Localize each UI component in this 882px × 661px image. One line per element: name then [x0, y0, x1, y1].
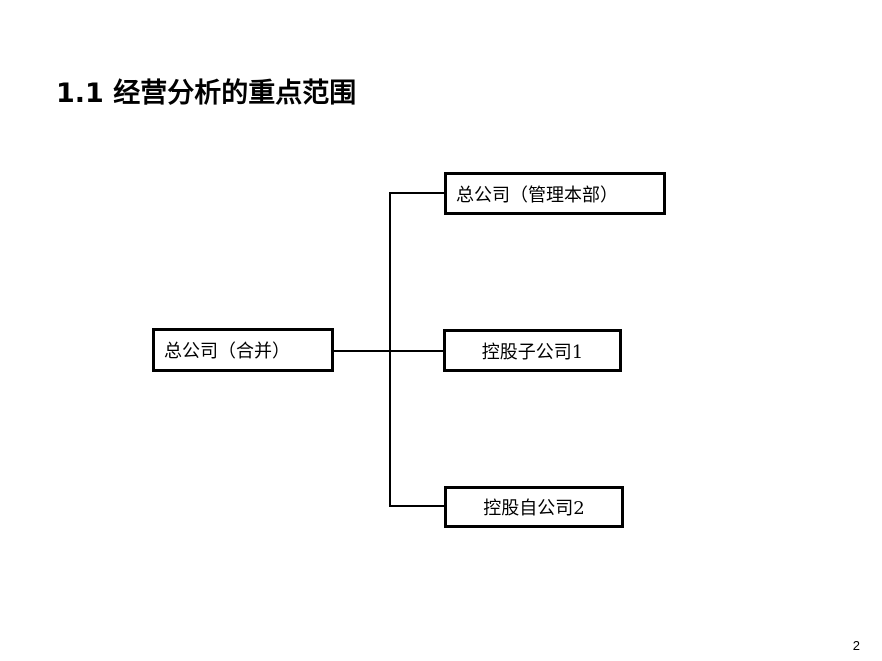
- org-box-child-1-label: 总公司（管理本部）: [456, 184, 618, 206]
- connector-to-child-3: [389, 505, 445, 507]
- org-box-child-3-label: 控股自公司2: [483, 498, 585, 519]
- connector-to-child-2: [389, 350, 444, 352]
- org-box-root-label: 总公司（合并）: [164, 341, 290, 362]
- slide-title: 1.1 经营分析的重点范围: [56, 78, 357, 109]
- connector-to-child-1: [389, 192, 445, 194]
- org-box-child-1: 总公司（管理本部）: [444, 172, 666, 215]
- org-box-child-2-label: 控股子公司1: [481, 341, 584, 363]
- connector-root-to-trunk: [333, 350, 390, 352]
- org-box-child-2: 控股子公司1: [443, 329, 622, 372]
- page-number: 2: [852, 638, 860, 653]
- org-box-root: 总公司（合并）: [152, 328, 334, 372]
- connector-vertical-trunk: [389, 192, 391, 507]
- org-box-child-3: 控股自公司2: [444, 486, 624, 528]
